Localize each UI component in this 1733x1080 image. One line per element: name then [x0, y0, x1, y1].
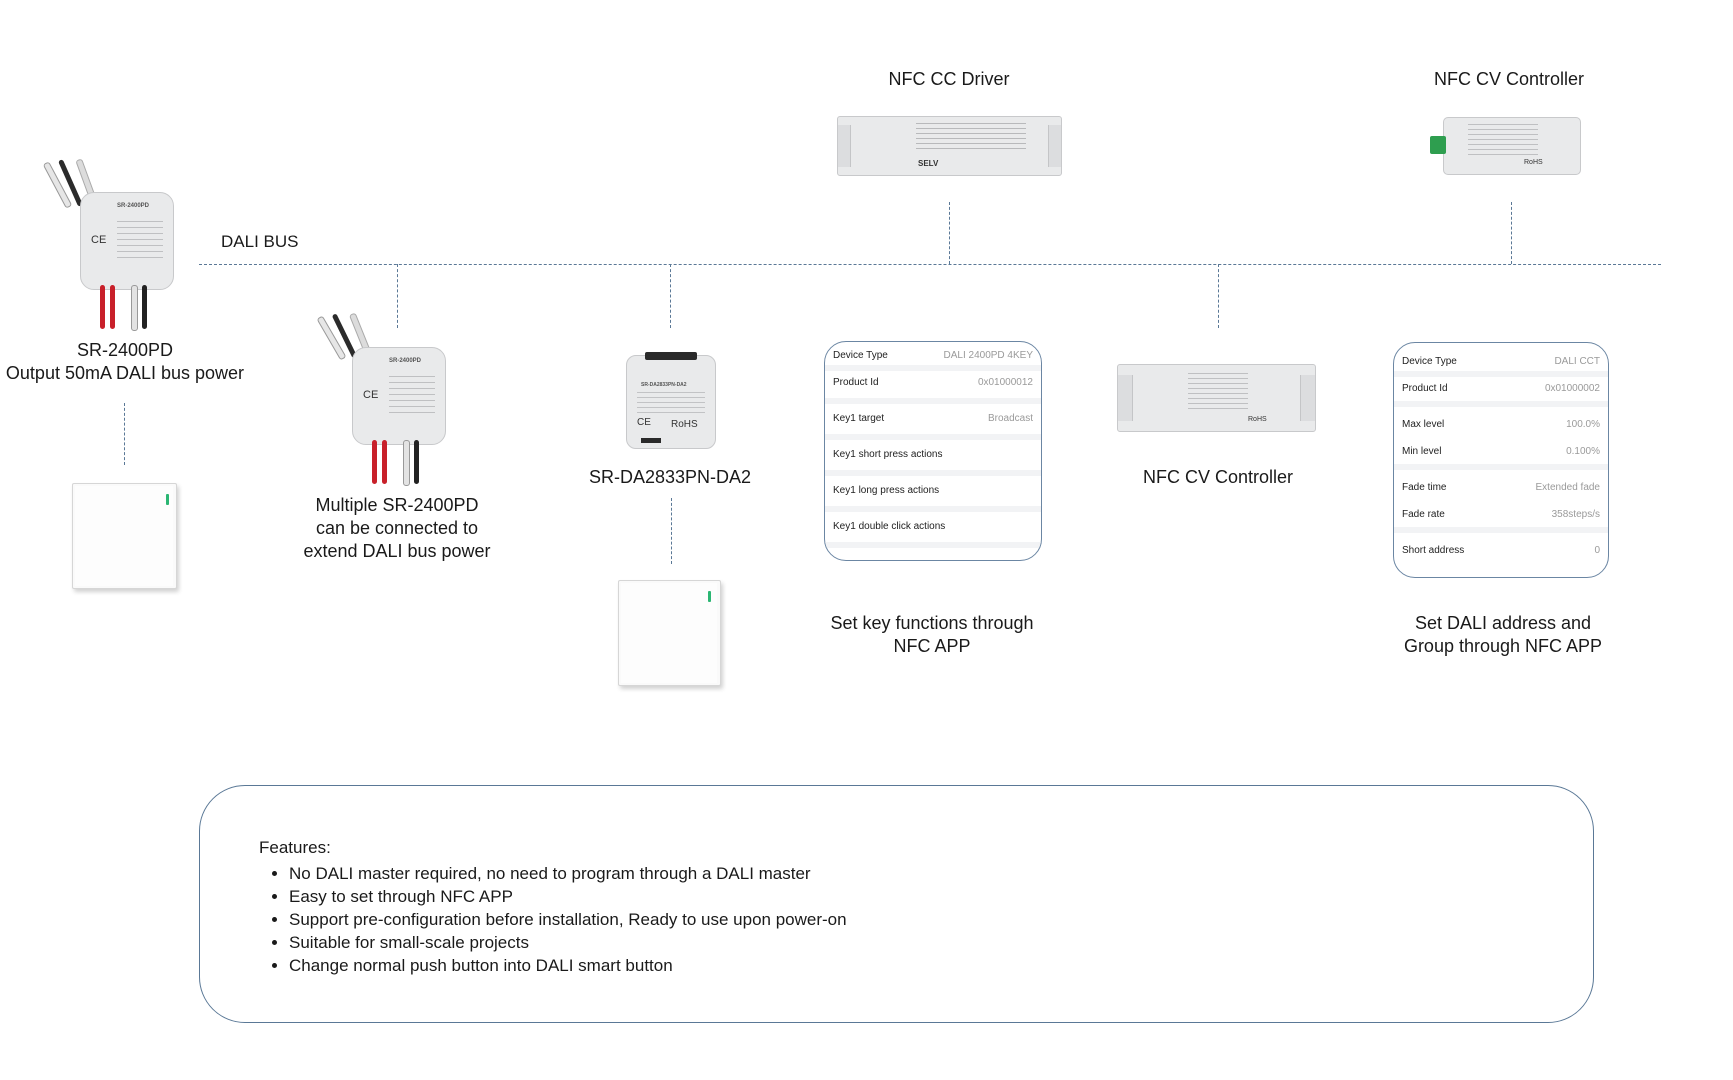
cv-mid-caption: NFC CV Controller	[1142, 467, 1294, 487]
feature-item: Change normal push button into DALI smar…	[289, 954, 847, 977]
app-row: Key1 long press actions	[833, 485, 940, 496]
app-screen-dali-address: Device Type DALI CCT Product Id 0x010000…	[1393, 342, 1609, 578]
cv-top-caption: NFC CV Controller	[1433, 69, 1585, 89]
connector-coupler	[670, 264, 671, 328]
app-key-functions-caption: Set key functions through NFC APP	[830, 613, 1034, 656]
app-row: Key1 target Broadcast	[833, 413, 1033, 424]
app-row: Fade time Extended fade	[1402, 482, 1600, 493]
sr2400pd-multi-body: SR-2400PD CE	[352, 347, 446, 445]
cv-top-device: RoHS	[1430, 117, 1581, 175]
green-terminal	[1430, 136, 1446, 154]
sr2400pd-main-body: SR-2400PD CE	[80, 192, 174, 290]
sr2400pd-multi-caption: Multiple SR-2400PD can be connected to e…	[303, 495, 491, 561]
sr2400pd-main-caption: SR-2400PD Output 50mA DALI bus power	[5, 340, 245, 383]
app-row: Max level 100.0%	[1402, 419, 1600, 430]
switch-4-gang	[618, 580, 721, 686]
feature-item: Suitable for small-scale projects	[289, 931, 847, 954]
app-row: Key1 double click actions	[833, 521, 946, 532]
switch-led-indicator	[708, 591, 711, 602]
app-row: Key1 short press actions	[833, 449, 943, 460]
connector-sr2400pd-multi	[397, 264, 398, 328]
connector-switch-coupler	[671, 498, 672, 564]
app-address-caption: Set DALI address and Group through NFC A…	[1403, 613, 1603, 656]
dali-bus-line	[199, 264, 1661, 265]
connector-switch-left	[124, 403, 125, 465]
features-box: Features: No DALI master required, no ne…	[199, 785, 1594, 1023]
coupler-caption: SR-DA2833PN-DA2	[588, 467, 752, 487]
connector-cv-mid	[1218, 264, 1219, 328]
switch-led-indicator	[166, 494, 169, 505]
switch-2-gang	[72, 483, 177, 589]
app-row: Fade rate 358steps/s	[1402, 509, 1600, 520]
cc-driver-caption: NFC CC Driver	[888, 69, 1010, 89]
features-title: Features:	[259, 838, 331, 857]
feature-item: No DALI master required, no need to prog…	[289, 862, 847, 885]
connector-cc-driver	[949, 202, 950, 264]
cv-mid-device: RoHS	[1117, 364, 1316, 432]
cc-driver-device: SELV	[837, 116, 1062, 176]
coupler-device: SR-DA2833PN-DA2 CE RoHS	[626, 352, 716, 449]
connector-cv-top	[1511, 202, 1512, 264]
app-row: Device Type DALI CCT	[1402, 356, 1600, 367]
app-row: Short address 0	[1402, 545, 1600, 556]
app-row: Product Id 0x01000012	[833, 377, 1033, 388]
features-list: No DALI master required, no need to prog…	[259, 862, 847, 977]
app-row: Min level 0.100%	[1402, 446, 1600, 457]
app-row: Device Type DALI 2400PD 4KEY	[833, 350, 1033, 361]
app-row: Product Id 0x01000002	[1402, 383, 1600, 394]
app-screen-key-functions: Device Type DALI 2400PD 4KEY Product Id …	[824, 341, 1042, 561]
feature-item: Support pre-configuration before install…	[289, 908, 847, 931]
feature-item: Easy to set through NFC APP	[289, 885, 847, 908]
dali-bus-label: DALI BUS	[221, 232, 299, 251]
